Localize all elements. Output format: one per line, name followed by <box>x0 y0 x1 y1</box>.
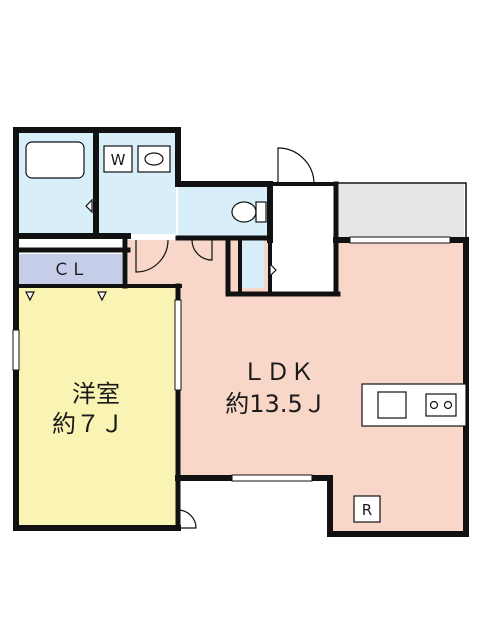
western-door <box>177 509 197 529</box>
toilet-label: W <box>111 151 126 169</box>
balcony-outline <box>335 182 467 241</box>
closet-label: ＣＬ <box>53 260 87 280</box>
burner-left-icon <box>429 400 439 410</box>
western-room-size: 約７Ｊ <box>52 410 124 438</box>
western-room-name: 洋室 <box>72 380 120 408</box>
refrigerator-label: R <box>362 501 372 519</box>
entrance-floor <box>270 186 336 290</box>
bathtub-icon <box>25 141 85 179</box>
sink-bowl-icon <box>144 152 164 166</box>
stove-icon <box>425 393 457 417</box>
ldk-door-1 <box>135 239 169 273</box>
ldk-name: ＬＤＫ <box>242 358 314 386</box>
windows <box>12 236 451 482</box>
ldk-floor-upper-left <box>128 240 228 290</box>
window-western-left <box>12 329 20 371</box>
burner-right-icon <box>443 400 453 410</box>
labels: W ＣＬ 洋室 約７Ｊ ＬＤＫ 約13.5Ｊ R <box>52 151 372 519</box>
balcony-floor <box>338 184 464 238</box>
kitchen-sink-icon <box>377 391 407 419</box>
closet-door-marker-2 <box>97 291 107 302</box>
storage-door-marker <box>269 262 277 278</box>
wall-left <box>13 127 181 531</box>
toilet-icon <box>231 201 257 223</box>
western-room-floor <box>18 288 176 526</box>
toilet-tank-icon <box>255 201 267 223</box>
doors <box>25 147 315 529</box>
entrance-door <box>277 147 315 185</box>
walls <box>13 127 469 537</box>
ldk-door-2 <box>191 239 213 261</box>
window-ldk-bottom <box>231 474 313 482</box>
closet-door-marker-1 <box>25 291 35 302</box>
ldk-floor <box>128 240 464 532</box>
ldk-size: 約13.5Ｊ <box>225 390 326 418</box>
washing-machine-icon <box>103 145 133 173</box>
wall-storage <box>225 235 341 297</box>
window-ldk-top <box>349 236 451 244</box>
refrigerator-box <box>353 495 381 523</box>
floor-fills <box>18 132 464 532</box>
storage-floor <box>242 240 264 288</box>
fixtures <box>25 141 467 523</box>
window-western-right <box>174 299 182 391</box>
closet-floor <box>18 254 122 284</box>
wall-top-bath <box>13 127 181 187</box>
bath-door-marker <box>85 198 93 214</box>
